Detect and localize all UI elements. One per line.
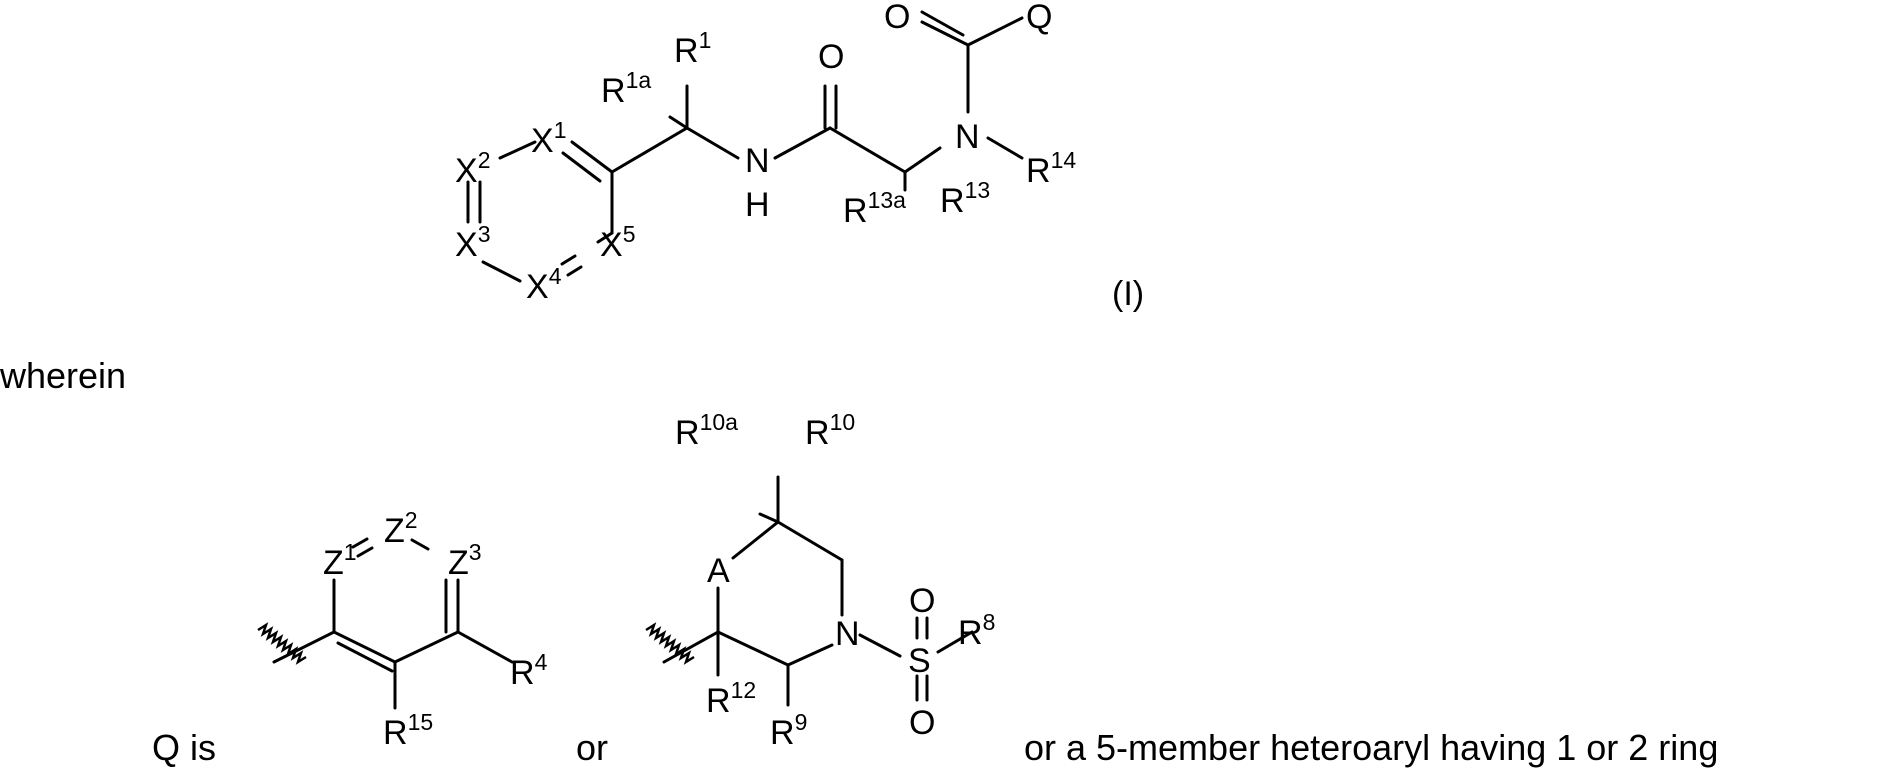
wherein-text: wherein [0, 355, 126, 396]
r14-label: R14 [1026, 147, 1076, 190]
z1-label: Z1 [323, 539, 357, 582]
r13-label: R13 [940, 177, 990, 220]
x5-label: X5 [600, 221, 635, 264]
tail-text: or a 5-member heteroaryl having 1 or 2 r… [1024, 727, 1718, 768]
amide-h-label: H [745, 186, 770, 224]
q-option-2-labels: R10a R10 A N O S O R8 R12 R9 [675, 409, 995, 752]
carbamoyl-n-label: N [955, 118, 980, 156]
amide-o-label: O [818, 38, 844, 76]
or-text: or [576, 727, 608, 768]
amide-n-label: N [745, 142, 770, 180]
sulfonyl-o-top-label: O [909, 582, 935, 620]
x1-label: X1 [531, 117, 566, 160]
formula-number: (I) [1112, 275, 1144, 313]
q-is-text: Q is [152, 727, 216, 768]
r15-label: R15 [383, 709, 433, 752]
r10-label: R10 [805, 409, 855, 452]
r1a-label: R1a [601, 67, 651, 110]
z2-label: Z2 [384, 507, 418, 550]
r13a-label: R13a [843, 187, 906, 230]
x4-label: X4 [526, 263, 562, 306]
z3-label: Z3 [448, 539, 482, 582]
r8-label: R8 [958, 609, 995, 652]
sulfonyl-o-bottom-label: O [909, 704, 935, 742]
x2-label: X2 [455, 147, 490, 190]
r9-label: R9 [770, 709, 807, 752]
r4-label: R4 [510, 649, 548, 692]
carbamoyl-o-label: O [884, 0, 910, 36]
r1-label: R1 [674, 27, 711, 70]
ring-a-label: A [707, 552, 730, 590]
formula-i-labels: R1 R1a X1 X2 X3 X4 X5 N H O R13a R13 N O… [455, 0, 1144, 313]
sulfonamide-n-label: N [835, 615, 860, 653]
r12-label: R12 [706, 677, 756, 720]
r10a-label: R10a [675, 409, 738, 452]
x3-label: X3 [455, 221, 490, 264]
sulfonyl-s-label: S [908, 642, 931, 680]
q-label: Q [1026, 0, 1052, 36]
